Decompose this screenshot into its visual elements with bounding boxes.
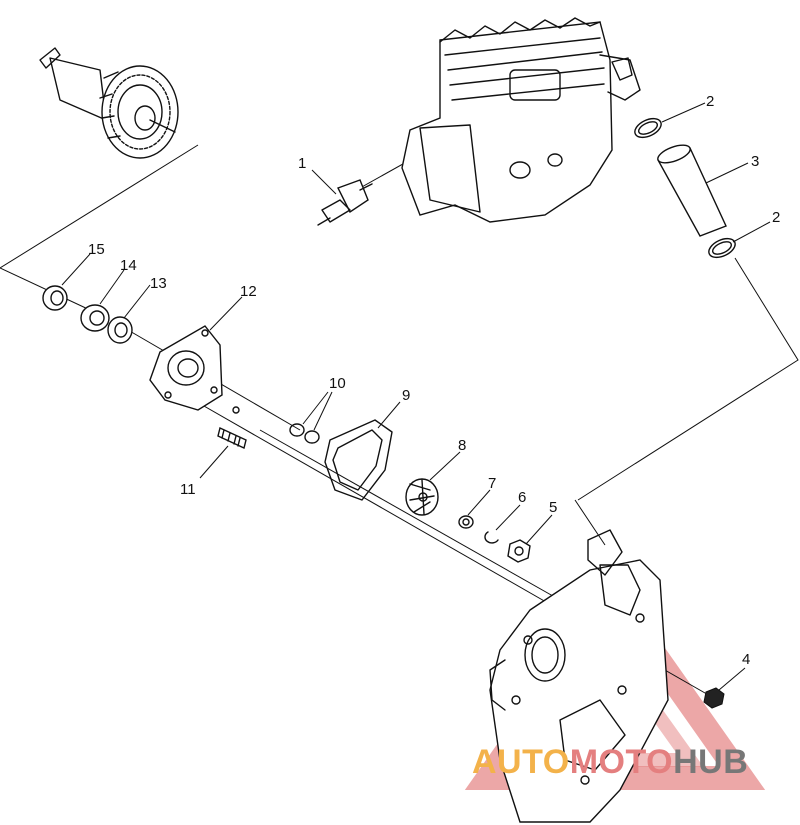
callout-8: 8: [458, 437, 466, 454]
nut-5: [507, 539, 531, 563]
svg-text:AUTOMOTOHUB: AUTOMOTOHUB: [472, 743, 748, 781]
callout-5: 5: [549, 499, 557, 516]
watermark-moto: MOTO: [570, 743, 673, 781]
callout-2-lower: 2: [772, 209, 780, 226]
drain-plug: [703, 687, 725, 709]
temperature-sensor: [317, 179, 373, 226]
callout-14: 14: [120, 257, 137, 274]
impeller: [405, 478, 439, 516]
callout-10: 10: [329, 375, 346, 392]
callout-15: 15: [88, 241, 105, 258]
watermark-auto: AUTO: [472, 743, 570, 781]
o-rings: [289, 423, 320, 444]
circlip-6: [484, 531, 499, 544]
callout-leaders: [61, 102, 771, 691]
callout-labels: 1 2 2 3 4 5 6 7 8 9 10 11 12 13 14 15: [88, 93, 780, 668]
pump-gasket: [324, 419, 393, 501]
bearing-14: [80, 304, 110, 332]
watermark-hub: HUB: [673, 743, 748, 781]
callout-13: 13: [150, 275, 167, 292]
watermark-logo-text: AUTOMOTOHUB: [472, 743, 748, 781]
callout-4: 4: [742, 651, 750, 668]
bearing-15: [42, 285, 68, 311]
washer-7: [458, 515, 474, 529]
oil-seal-13: [107, 316, 133, 344]
callout-12: 12: [240, 283, 257, 300]
callout-7: 7: [488, 475, 496, 492]
water-pump-cover: [149, 325, 240, 414]
callout-3: 3: [751, 153, 759, 170]
callout-11: 11: [180, 481, 196, 498]
hose-clamp-lower: [708, 237, 736, 259]
hose-clamp-upper: [634, 117, 662, 139]
callout-2-upper: 2: [706, 93, 714, 110]
callout-6: 6: [518, 489, 526, 506]
callout-9: 9: [402, 387, 410, 404]
gear-shaft-assembly: [39, 47, 179, 159]
stud-bolt: [217, 427, 247, 449]
callout-1: 1: [298, 155, 306, 172]
coolant-hose: [656, 144, 727, 237]
crankcase-cover: [489, 529, 669, 823]
cylinder-head: [401, 17, 641, 223]
